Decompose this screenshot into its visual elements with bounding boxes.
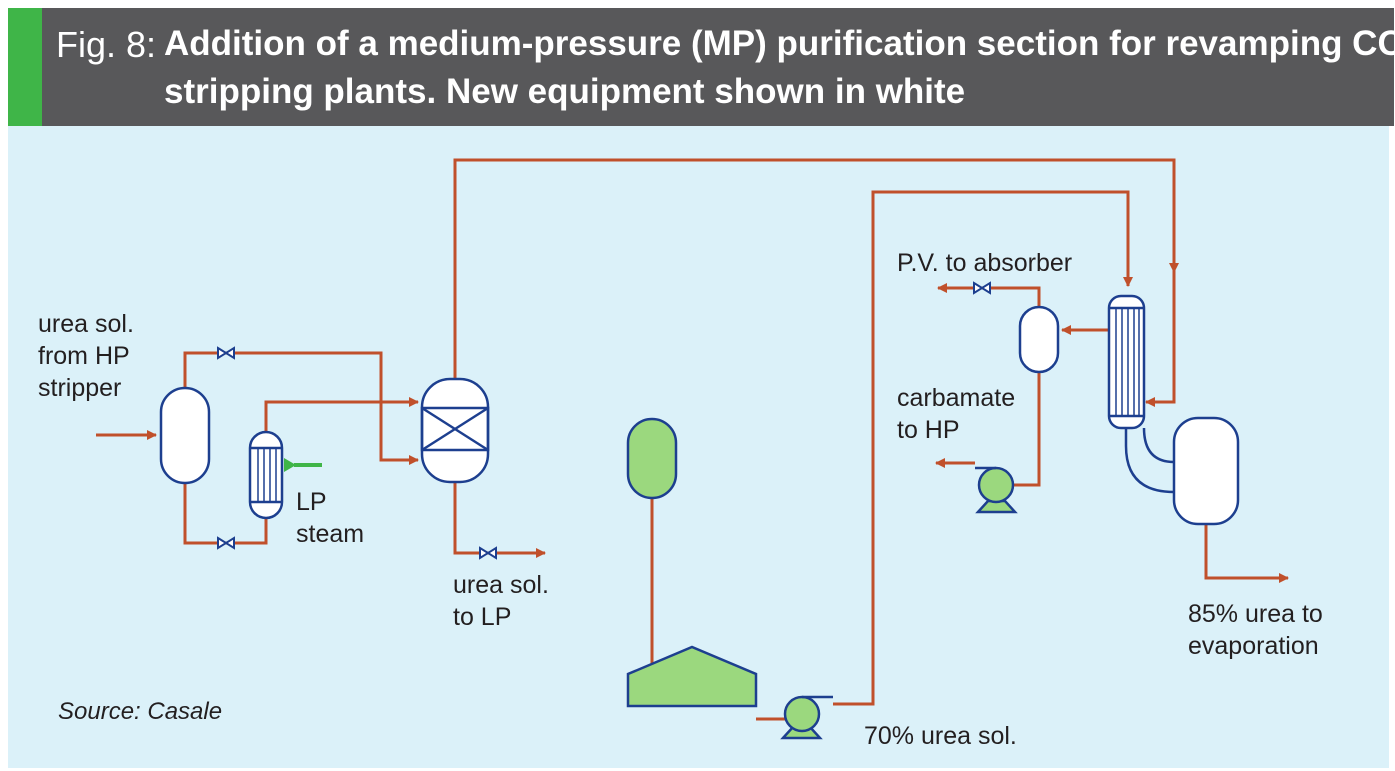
- label-line: steam: [296, 520, 365, 548]
- top-vapor-pipe: [453, 158, 1179, 379]
- label-line: to LP: [453, 603, 512, 631]
- source-credit: Source: Casale: [58, 698, 223, 725]
- pump-to-condenser-pipe: [833, 190, 1133, 706]
- label-feed: urea sol. from HP stripper: [38, 308, 134, 404]
- label-line: urea sol.: [38, 310, 134, 338]
- label-pv-to-absorber: P.V. to absorber: [897, 247, 1072, 279]
- flow-diagram-svg: [96, 158, 1289, 740]
- label-line: 85% urea to: [1188, 600, 1323, 628]
- label-urea-70: 70% urea sol.: [864, 720, 1017, 752]
- urea-to-lp-pipe: [453, 482, 546, 558]
- separator-vapor-pipe: [183, 351, 419, 465]
- label-line: from HP: [38, 342, 130, 370]
- condenser-bend: [1124, 428, 1175, 494]
- process-flow-diagram: urea sol. from HP stripper LP steam urea…: [8, 126, 1389, 768]
- label-line: stripper: [38, 374, 122, 402]
- valves: [217, 281, 991, 560]
- lp-heater-icon: [248, 430, 284, 520]
- existing-tank-icon: [626, 417, 678, 500]
- label-line: 70% urea sol.: [864, 722, 1017, 750]
- condenser-bend: [1142, 427, 1175, 464]
- valve-icon: [973, 281, 991, 295]
- label-urea-to-lp: urea sol. to LP: [453, 569, 549, 633]
- valve-icon: [217, 536, 235, 550]
- figure-header: [8, 8, 1394, 126]
- valve-icon: [479, 546, 497, 560]
- label-carbamate-to-hp: carbamate to HP: [897, 382, 1015, 446]
- condenser-inlet-pipe: [1145, 272, 1176, 407]
- mp-condenser-icon: [1107, 294, 1146, 430]
- existing-pump-icon: [780, 695, 833, 740]
- figure-title-line-2: stripping plants. New equipment shown in…: [164, 72, 966, 111]
- label-line: LP: [296, 488, 327, 516]
- mp-separator-icon: [1018, 305, 1060, 374]
- existing-reservoir-icon: [626, 645, 758, 708]
- equipment: [159, 294, 1240, 740]
- separator-vessel-icon: [159, 386, 211, 485]
- figure-number: Fig. 8:: [56, 24, 157, 65]
- urea-85-outlet-pipe: [1204, 522, 1289, 583]
- label-line: evaporation: [1188, 632, 1319, 660]
- flash-vessel-icon: [1172, 416, 1240, 526]
- pv-to-absorber-pipe: [937, 283, 1041, 307]
- new-pump-icon: [975, 466, 1018, 514]
- label-urea-85: 85% urea to evaporation: [1188, 598, 1323, 662]
- label-line: P.V. to absorber: [897, 249, 1073, 277]
- label-line: carbamate: [897, 384, 1016, 412]
- label-line: to HP: [897, 416, 960, 444]
- valve-icon: [217, 346, 235, 360]
- packing-cross: [421, 406, 489, 452]
- mp-decomposer-icon: [420, 377, 490, 484]
- header-accent-bar: [8, 8, 42, 126]
- label-line: urea sol.: [453, 571, 549, 599]
- figure-title-line-1: Addition of a medium-pressure (MP) purif…: [164, 24, 1395, 67]
- packing-bed: [420, 406, 490, 452]
- figure-title-line-1-text: Addition of a medium-pressure (MP) purif…: [164, 24, 1395, 63]
- heater-outlet-pipe: [264, 397, 419, 432]
- label-lp-steam: LP steam: [296, 486, 364, 550]
